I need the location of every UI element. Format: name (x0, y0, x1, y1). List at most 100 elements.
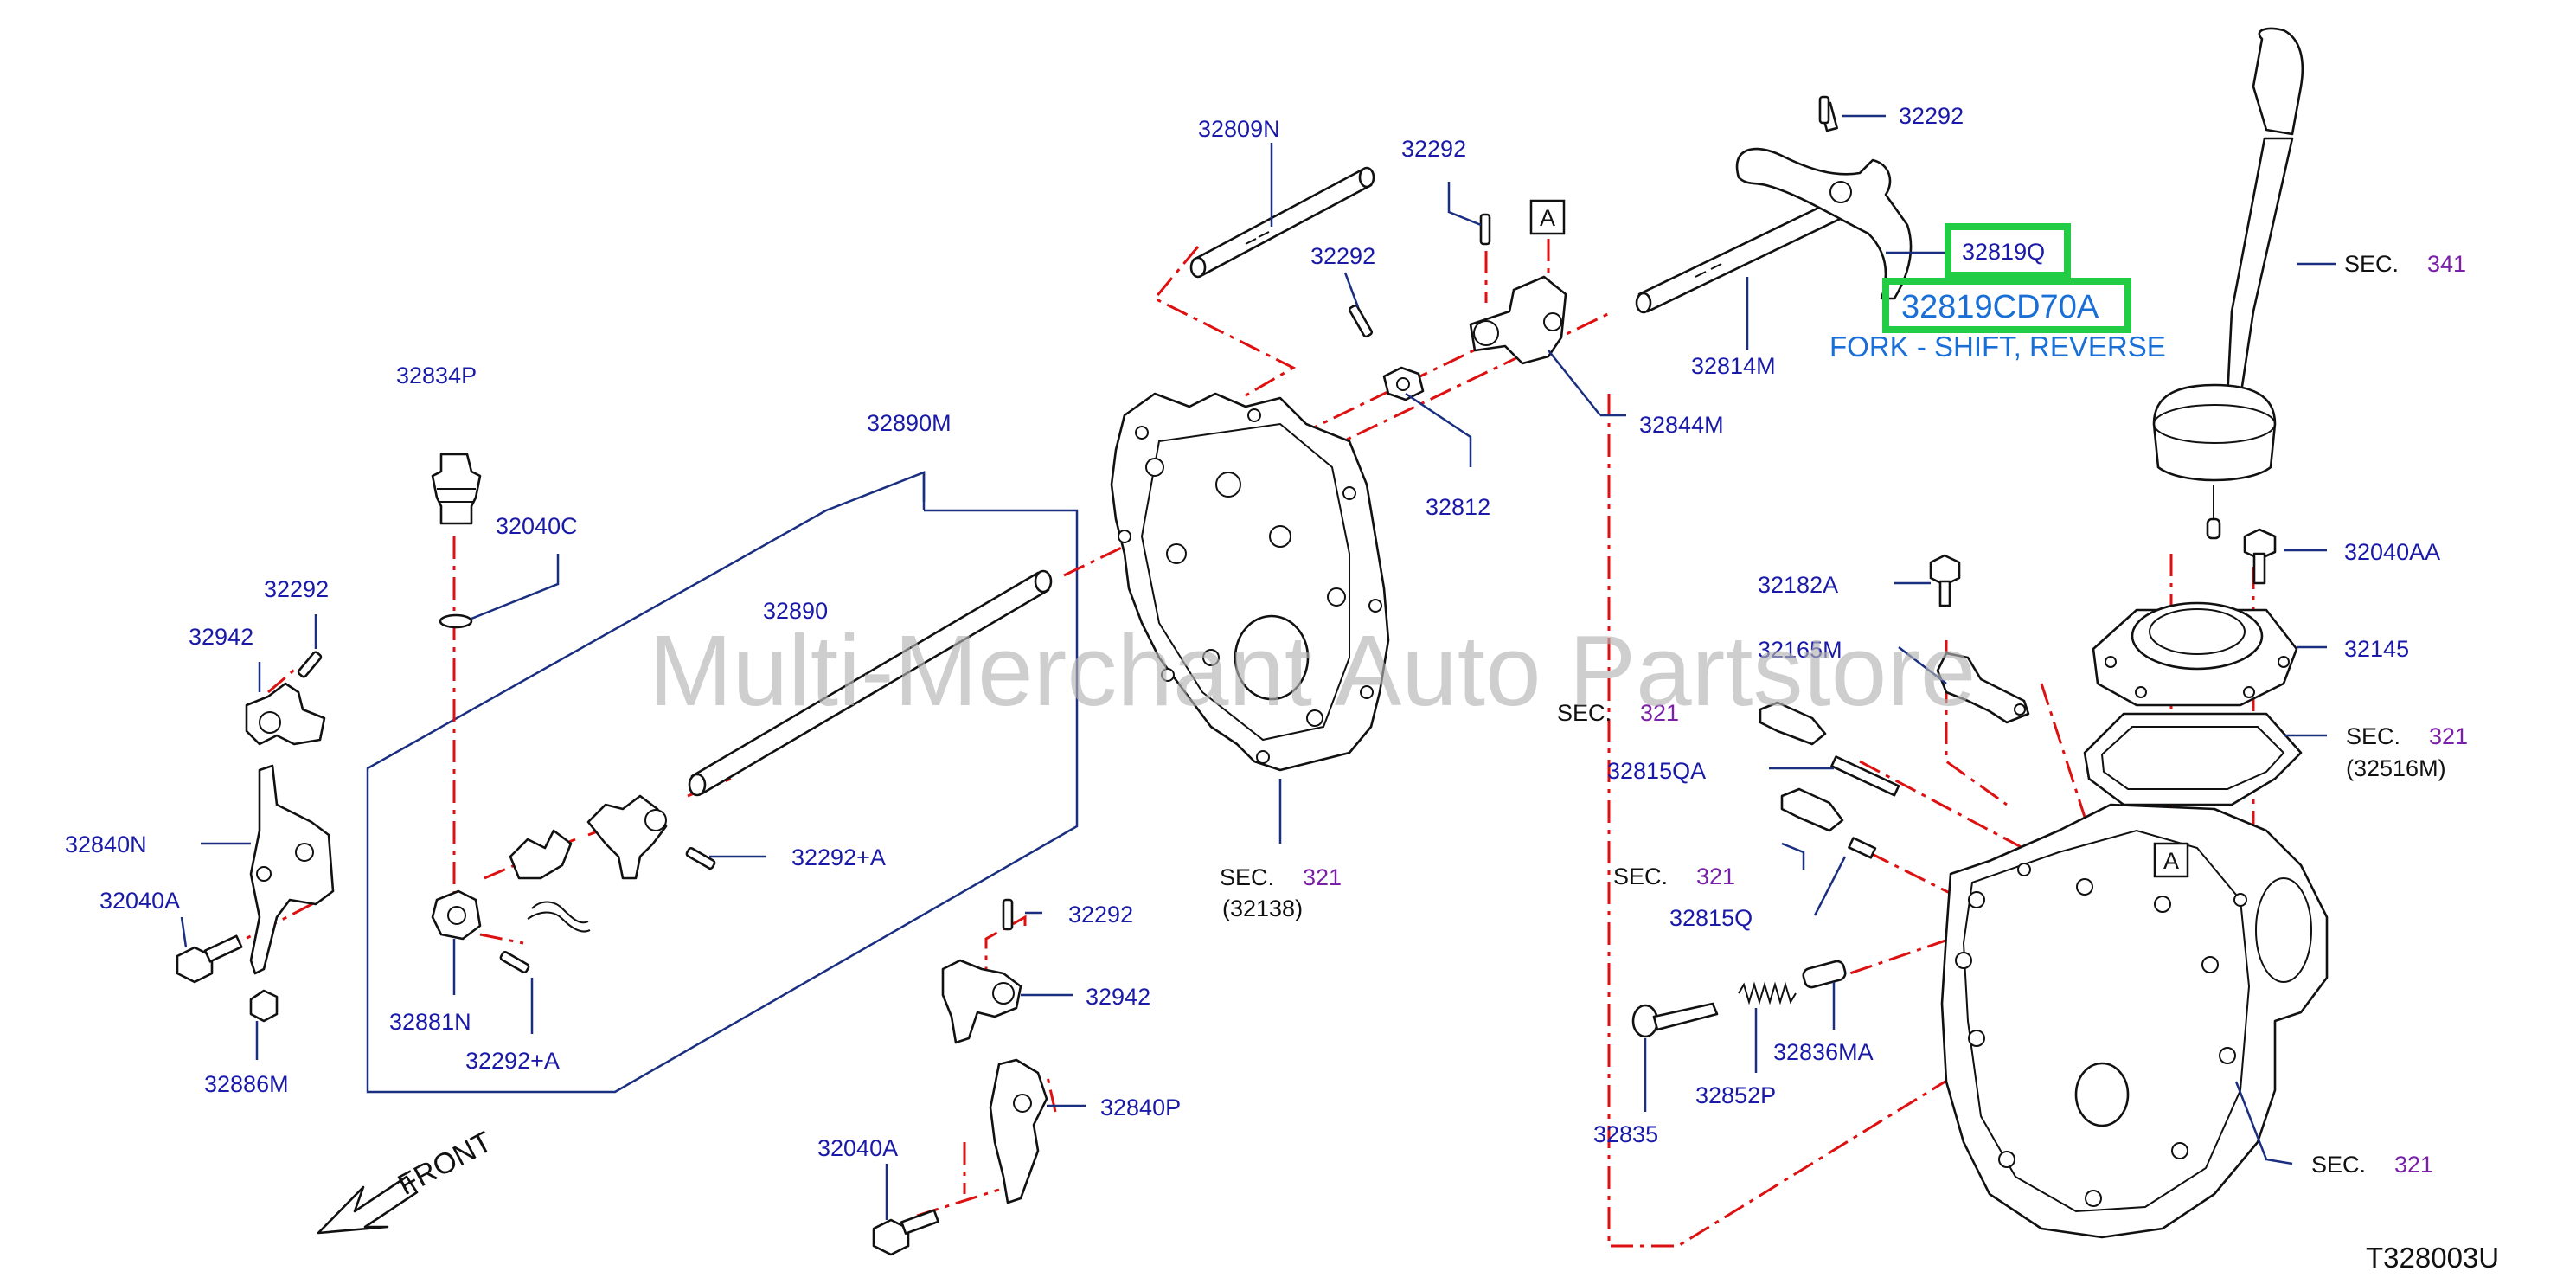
label-32040c[interactable]: 32040C (496, 513, 578, 539)
part-32840p-bracket (989, 1058, 1048, 1204)
part-32516m-gasket (2083, 712, 2303, 806)
svg-text:SEC.: SEC. (2346, 723, 2400, 749)
label-32942-left[interactable]: 32942 (189, 624, 253, 650)
sec-321-gasket[interactable]: SEC. 321 (32516M) (2346, 723, 2468, 781)
label-32942-lower[interactable]: 32942 (1086, 984, 1150, 1010)
ref-marker-lower: A (2153, 842, 2189, 878)
leader-lines (180, 114, 2336, 1220)
part-32840n-bracket (249, 764, 335, 975)
sec-321-case[interactable]: SEC. 321 (2311, 1152, 2433, 1178)
label-32890[interactable]: 32890 (763, 598, 828, 624)
part-32165m-bracket (1936, 652, 2030, 724)
part-32835-plunger (1631, 1002, 1719, 1038)
front-label: FRONT (393, 1126, 497, 1203)
label-32844m[interactable]: 32844M (1639, 412, 1724, 438)
assembly-bracket (366, 471, 1079, 1094)
label-32292-lower[interactable]: 32292 (1068, 902, 1133, 928)
label-32836ma[interactable]: 32836MA (1773, 1039, 1874, 1065)
highlight-box-32819q (1945, 223, 2071, 279)
label-32145[interactable]: 32145 (2344, 636, 2409, 662)
part-transmission-case (1940, 803, 2329, 1239)
part-32040c-oring (439, 613, 473, 629)
svg-text:SEC.: SEC. (2344, 251, 2399, 277)
label-32809n[interactable]: 32809N (1198, 116, 1280, 142)
label-32814m[interactable]: 32814M (1691, 353, 1776, 379)
sec-321-switch-b[interactable]: SEC. 321 (1613, 863, 1735, 889)
ref-marker-upper: A (1529, 199, 1566, 235)
label-32292-top[interactable]: 32292 (1401, 136, 1466, 162)
svg-text:321: 321 (1303, 864, 1342, 890)
part-32844m-lever (1469, 275, 1567, 365)
svg-text:321: 321 (1640, 700, 1679, 726)
svg-text:A: A (2163, 848, 2179, 874)
part-32292-pins (297, 95, 1830, 974)
section-refs: SEC. 341 SEC. 321 (32516M) SEC. 321 (321… (1220, 251, 2468, 1178)
svg-text:SEC.: SEC. (1220, 864, 1274, 890)
svg-text:321: 321 (2394, 1152, 2433, 1178)
part-32834p-plug (431, 453, 482, 525)
part-32886m-block (249, 989, 279, 1023)
part-32182a-bolt (1929, 554, 1961, 607)
highlight-group: 32819CD70A FORK - SHIFT, REVERSE (1829, 223, 2166, 363)
part-32890-shaft (688, 569, 1053, 797)
part-32040a-bolt-left (176, 934, 243, 984)
label-32834p[interactable]: 32834P (396, 363, 477, 388)
svg-text:(32138): (32138) (1222, 896, 1303, 921)
sec-321-switch-a[interactable]: SEC. 321 (1557, 700, 1679, 726)
svg-text:341: 341 (2427, 251, 2466, 277)
label-32292a-left[interactable]: 32292+A (465, 1048, 560, 1074)
part-32881n-collar (431, 889, 482, 941)
svg-text:SEC.: SEC. (1613, 863, 1668, 889)
svg-text:SEC.: SEC. (1557, 700, 1612, 726)
label-32840n[interactable]: 32840N (65, 831, 147, 857)
label-32292-fork[interactable]: 32292 (1899, 103, 1964, 129)
svg-text:321: 321 (2429, 723, 2468, 749)
label-32182a[interactable]: 32182A (1758, 572, 1838, 598)
part-32809n-rod (1189, 166, 1375, 279)
watermark: Multi-Merchant Auto Partstore (649, 614, 1976, 727)
label-32815q[interactable]: 32815Q (1669, 905, 1753, 931)
label-32890m[interactable]: 32890M (867, 410, 952, 436)
part-32942-lever-left (245, 682, 326, 746)
label-32819q[interactable]: 32819Q (1962, 239, 2045, 265)
label-32292-left[interactable]: 32292 (264, 576, 329, 602)
sec-341[interactable]: SEC. 341 (2344, 251, 2466, 277)
part-adapter-housing (1110, 392, 1390, 772)
highlight-description: FORK - SHIFT, REVERSE (1829, 331, 2166, 363)
part-32040a-bolt-lower (872, 1209, 939, 1256)
label-32886m[interactable]: 32886M (204, 1071, 289, 1097)
part-shift-components (509, 794, 668, 933)
highlight-box-part-number (1882, 278, 2131, 333)
label-32852p[interactable]: 32852P (1695, 1082, 1776, 1108)
part-32852p-spring (1738, 981, 1797, 1005)
sec-321-housing[interactable]: SEC. 321 (32138) (1220, 864, 1342, 921)
diagram-code: T328003U (2366, 1242, 2499, 1274)
label-32165m[interactable]: 32165M (1758, 637, 1842, 663)
svg-text:A: A (1540, 205, 1555, 231)
front-arrow (317, 1175, 419, 1235)
part-shift-lever (2152, 27, 2304, 540)
label-32881n[interactable]: 32881N (389, 1009, 471, 1035)
part-32819q-reverse-fork (1735, 101, 1913, 300)
label-32840p[interactable]: 32840P (1100, 1095, 1181, 1120)
part-32812-bushing (1382, 366, 1425, 401)
svg-text:321: 321 (1696, 863, 1735, 889)
part-32040aa-bolt (2243, 528, 2277, 585)
label-32040a-left[interactable]: 32040A (99, 888, 180, 914)
label-32292-mid[interactable]: 32292 (1310, 243, 1375, 269)
part-switch-lower (1780, 787, 1877, 859)
label-32835[interactable]: 32835 (1593, 1121, 1658, 1147)
label-32040aa[interactable]: 32040AA (2344, 539, 2440, 565)
svg-text:SEC.: SEC. (2311, 1152, 2366, 1178)
part-32836ma-sleeve (1802, 960, 1847, 989)
svg-text:(32516M): (32516M) (2346, 755, 2446, 781)
part-32942-lever-lower (941, 959, 1022, 1044)
highlight-part-number[interactable]: 32819CD70A (1901, 289, 2099, 325)
part-32145-shift-base (2092, 601, 2298, 707)
label-32815qa[interactable]: 32815QA (1607, 758, 1706, 784)
label-32292a-right[interactable]: 32292+A (791, 844, 886, 870)
label-32040a-lower[interactable]: 32040A (817, 1135, 898, 1161)
label-32812[interactable]: 32812 (1426, 494, 1490, 520)
part-switch-upper (1759, 701, 1900, 797)
